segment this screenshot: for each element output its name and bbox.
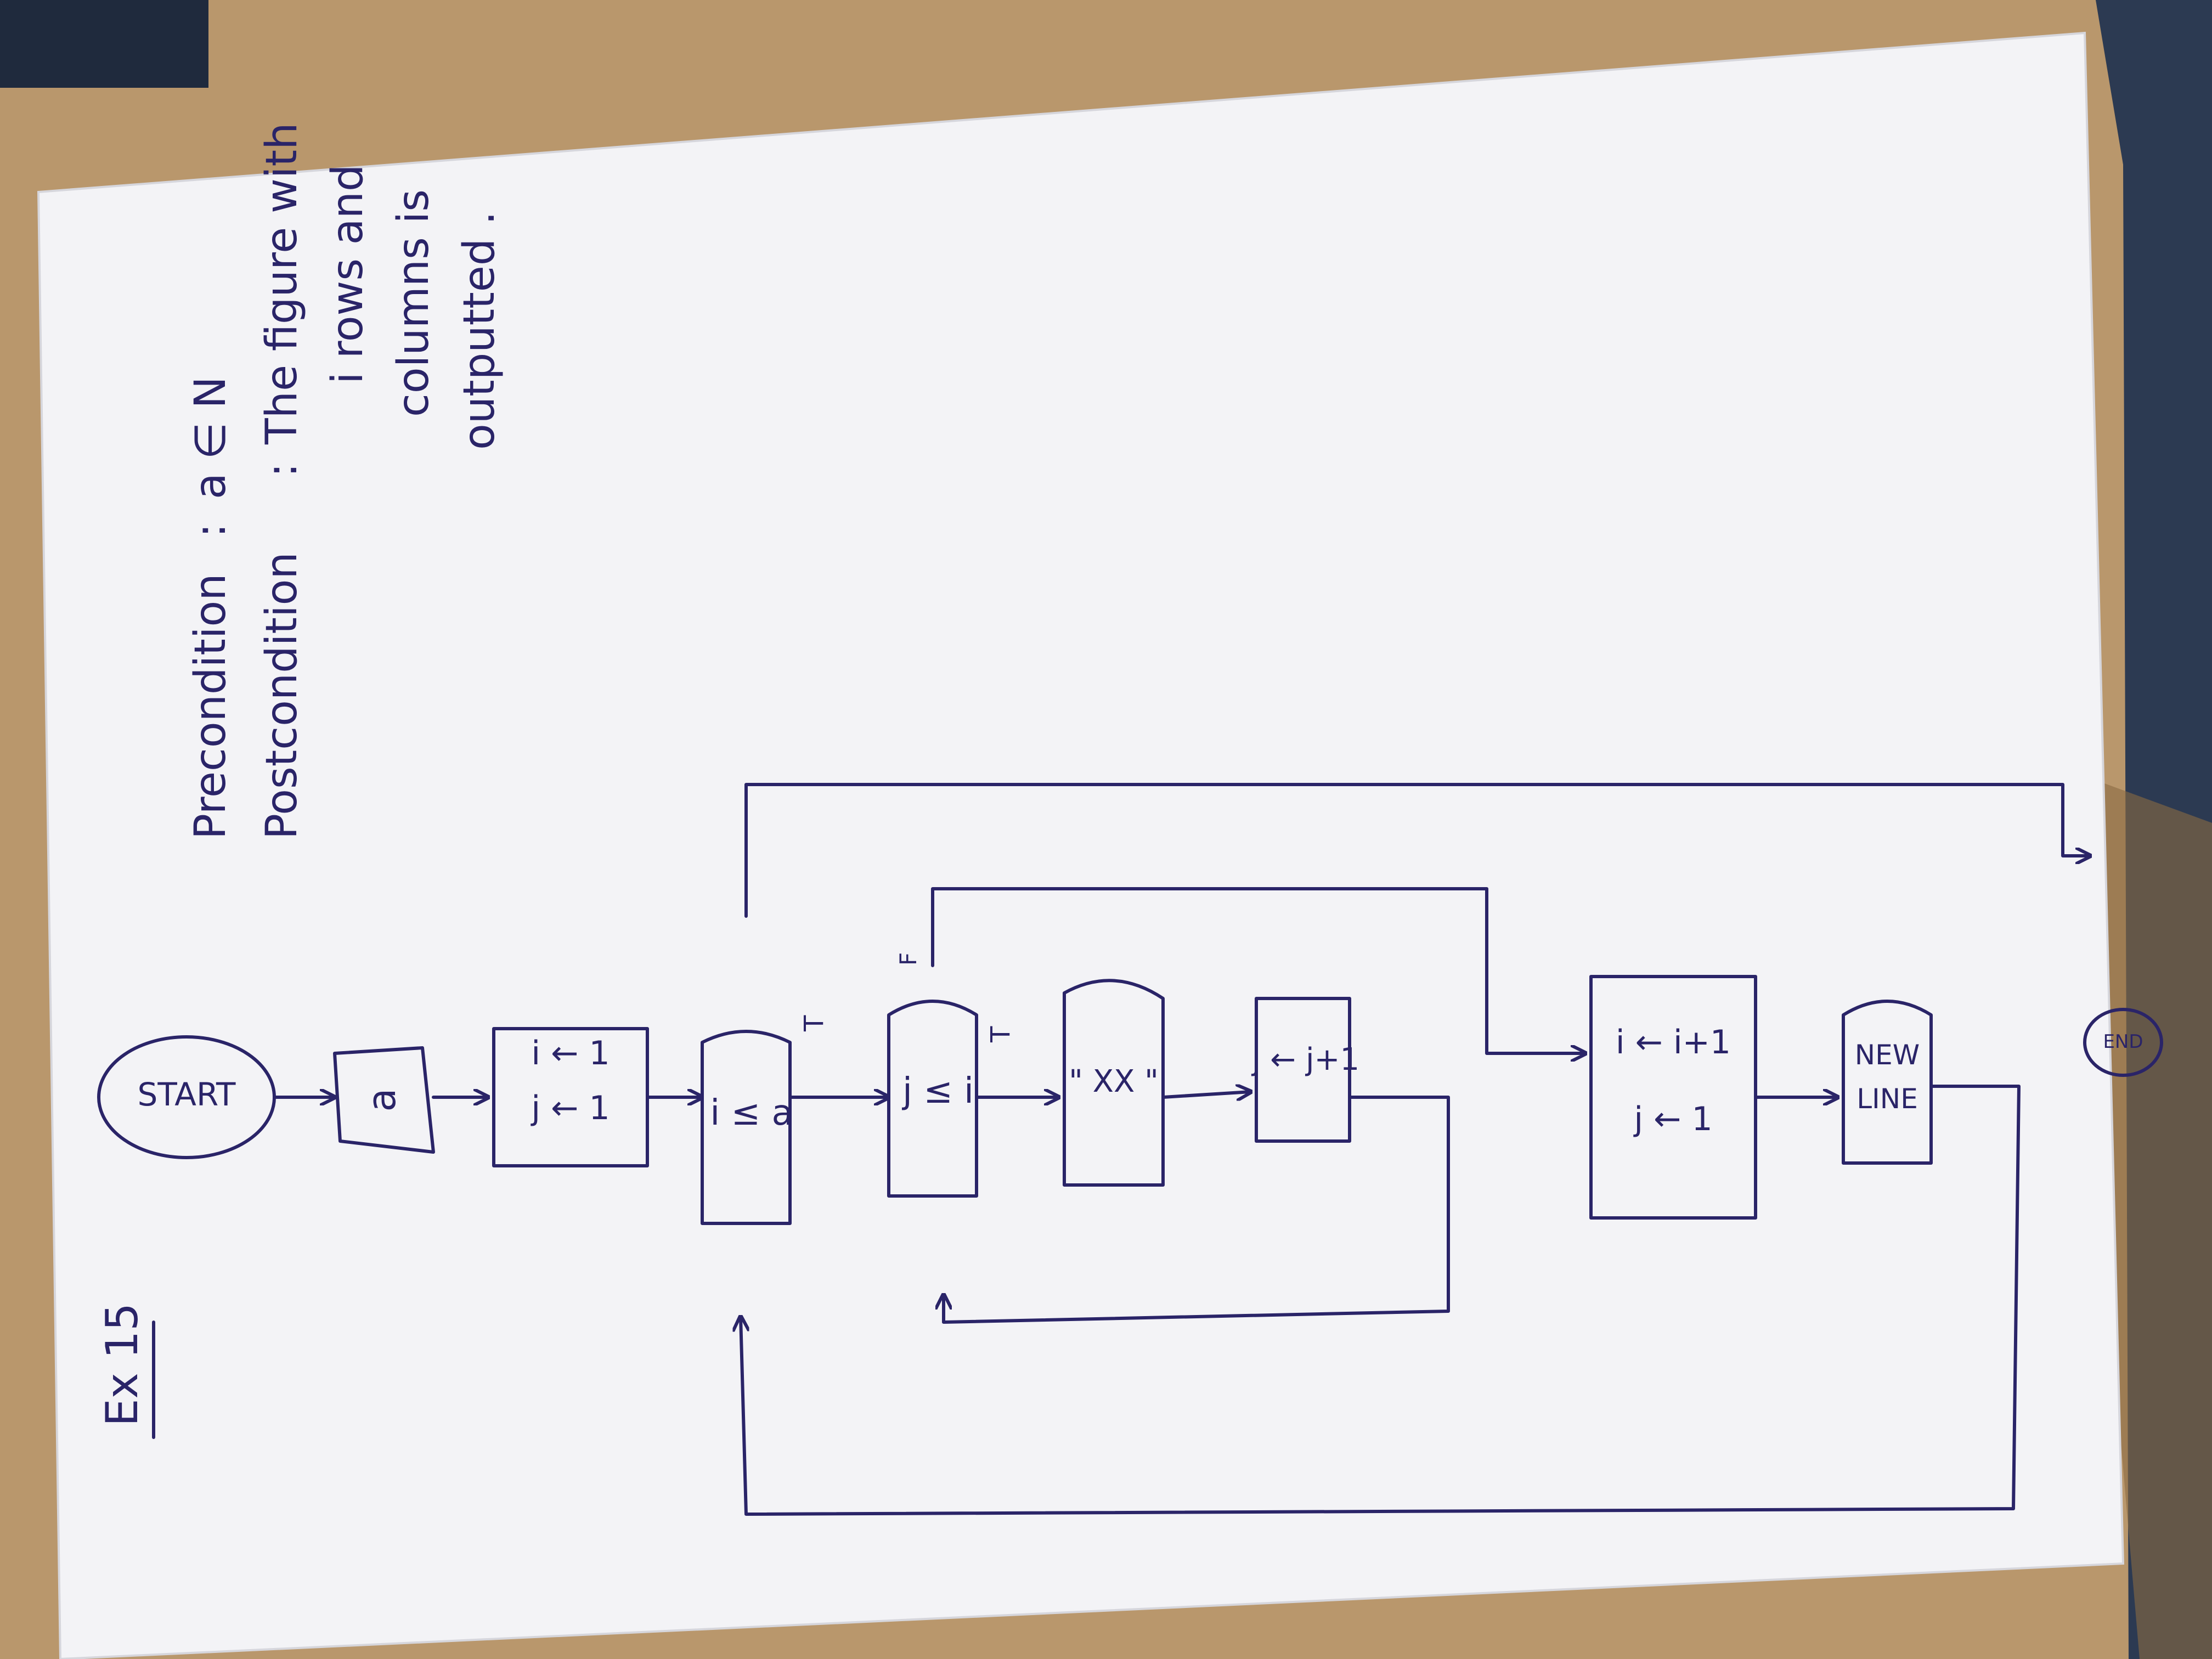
input-a-box xyxy=(333,1046,435,1154)
input-a-label: a xyxy=(359,1088,404,1112)
postcondition-label: Postcondition xyxy=(257,552,307,839)
print-xx-box xyxy=(1063,979,1165,1187)
edge-print-to-inc xyxy=(1161,1092,1251,1097)
update-line-1: i ← i+1 xyxy=(1616,1023,1731,1062)
postcondition-line-2: i rows and xyxy=(323,164,373,384)
newline-line-2: LINE xyxy=(1857,1083,1918,1115)
inc-j-box xyxy=(1255,997,1351,1143)
edge-inner-false xyxy=(931,887,1587,1053)
end-label: END xyxy=(2103,1031,2143,1053)
postcondition-line-4: outputted . xyxy=(455,211,504,450)
print-xx-label: " XX " xyxy=(1069,1064,1159,1099)
newline-box xyxy=(1842,1000,1933,1165)
precondition-label: Precondition xyxy=(186,573,235,839)
start-label: START xyxy=(138,1076,236,1113)
desk-object xyxy=(0,0,208,88)
inc-j-label: j ← j+1 xyxy=(1251,1042,1359,1077)
inner-true-label: T xyxy=(985,1026,1016,1043)
postcondition-colon: : xyxy=(257,463,307,477)
update-line-2: j ← 1 xyxy=(1633,1100,1712,1138)
flowchart: Ex 15 Precondition : a ∈ N Postcondition… xyxy=(97,122,2163,1516)
postcondition-line-1: The figure with xyxy=(257,122,307,445)
inner-condition-label: j ≤ i xyxy=(901,1071,974,1111)
init-line-2: j ← 1 xyxy=(530,1089,610,1127)
init-line-1: i ← 1 xyxy=(531,1034,610,1073)
exercise-label: Ex 15 xyxy=(97,1303,148,1426)
postcondition-line-3: columns is xyxy=(389,189,438,417)
edge-outer-loop-back xyxy=(741,1085,2021,1516)
end-oval xyxy=(2083,1008,2163,1077)
outer-true-label: T xyxy=(799,1015,830,1032)
inner-false-label: F xyxy=(895,952,922,966)
precondition-colon: : xyxy=(186,523,235,538)
precondition-value: a ∈ N xyxy=(186,376,235,499)
outer-condition-label: i ≤ a xyxy=(710,1093,793,1133)
paper-sheet xyxy=(37,31,2125,1659)
outer-condition-box xyxy=(701,1030,792,1225)
edge-outer-false xyxy=(744,783,2092,918)
newline-line-1: NEW xyxy=(1855,1039,1920,1071)
inner-condition-box xyxy=(887,1000,978,1198)
edge-inner-loop-back xyxy=(944,1096,1450,1324)
